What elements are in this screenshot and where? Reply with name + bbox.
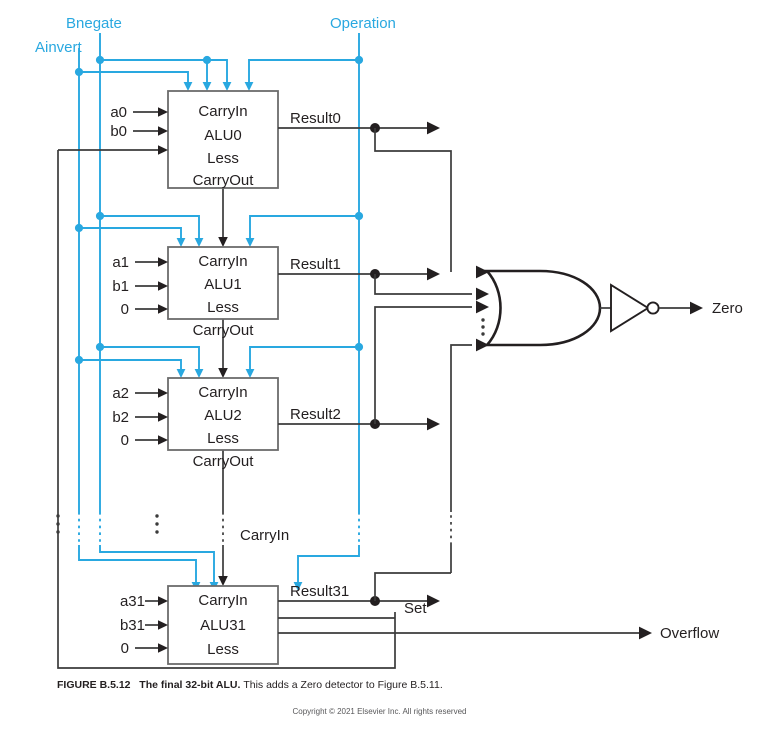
alu1-port-less: Less	[207, 299, 239, 316]
alu2-input-b2: b2	[112, 409, 129, 426]
carryin-mid-label: CarryIn	[240, 527, 289, 544]
ainvert-label: Ainvert	[35, 39, 83, 56]
alu0-box	[167, 90, 279, 189]
overflow-wire: Overflow	[278, 625, 719, 642]
set-label: Set	[404, 600, 427, 617]
alu0-inputs: a0 b0	[58, 104, 168, 155]
zero-label: Zero	[712, 300, 743, 317]
caption-figure-number: FIGURE B.5.12	[57, 679, 131, 691]
alu2-port-less: Less	[207, 430, 239, 447]
alu1-input-a1: a1	[112, 254, 129, 271]
alu0-input-b0: b0	[110, 123, 127, 140]
alu31-port-less: Less	[207, 641, 239, 658]
alu0-port-less: Less	[207, 150, 239, 167]
result2-wire: Result2	[278, 306, 472, 431]
result0-wire: Result0	[278, 110, 452, 272]
alu1-port-carryout: CarryOut	[193, 322, 255, 339]
alu2-box	[167, 377, 279, 451]
control-taps-alu2	[74, 342, 364, 373]
alu31-box	[167, 585, 279, 665]
bnegate-label: Bnegate	[66, 15, 122, 32]
bnegate-bus	[99, 33, 215, 586]
alu0-port-carryout: CarryOut	[193, 172, 255, 189]
alu1-inputs: a1 b1 0	[112, 254, 168, 318]
alu2-input-zero: 0	[121, 432, 129, 449]
or-gate	[484, 269, 602, 347]
ellipsis-mid-column	[155, 514, 159, 534]
copyright-notice: Copyright © 2021 Elsevier Inc. All right…	[292, 707, 467, 716]
operation-bus	[297, 33, 360, 586]
alu2-title: ALU2	[204, 407, 242, 424]
control-taps-alu1	[74, 211, 364, 242]
result31-label: Result31	[290, 583, 349, 600]
alu1-input-zero: 0	[121, 301, 129, 318]
control-arrowheads-alu2	[176, 369, 255, 378]
result1-label: Result1	[290, 256, 341, 273]
ainvert-bus	[78, 48, 197, 586]
carry-chain	[218, 188, 228, 586]
caption-description: This adds a Zero detector to Figure B.5.…	[243, 679, 443, 691]
control-arrowheads-alu0	[183, 82, 254, 91]
inverter-gate: Zero	[600, 283, 743, 333]
alu2-port-carryin: CarryIn	[198, 384, 247, 401]
alu31-title: ALU31	[200, 617, 246, 634]
alu2-input-a2: a2	[112, 385, 129, 402]
result1-wire: Result1	[278, 256, 472, 295]
operation-label: Operation	[330, 15, 396, 32]
alu31-inputs: a31 b31 0	[120, 593, 168, 657]
result0-label: Result0	[290, 110, 341, 127]
alu1-title: ALU1	[204, 276, 242, 293]
alu0-title: ALU0	[204, 127, 242, 144]
alu2-port-carryout: CarryOut	[193, 453, 255, 470]
alu2-inputs: a2 b2 0	[112, 385, 168, 449]
result2-label: Result2	[290, 406, 341, 423]
alu31-input-b31: b31	[120, 617, 145, 634]
set-wire: Set	[278, 600, 427, 619]
overflow-label: Overflow	[660, 625, 719, 642]
alu0-port-carryin: CarryIn	[198, 103, 247, 120]
caption-title: The final 32-bit ALU.	[139, 679, 241, 691]
alu1-input-b1: b1	[112, 278, 129, 295]
figure-caption: FIGURE B.5.12 The final 32-bit ALU. This…	[57, 678, 717, 692]
ellipsis-left-feedback	[56, 514, 60, 534]
alu1-port-carryin: CarryIn	[198, 253, 247, 270]
or-gate-input-arrows	[476, 265, 489, 352]
control-arrowheads-alu1	[176, 238, 255, 247]
alu31-input-zero: 0	[121, 640, 129, 657]
set-to-less-feedback	[57, 150, 396, 669]
alu0-input-a0: a0	[110, 104, 127, 121]
control-taps-alu0	[74, 55, 364, 86]
result31-wire: Result31	[278, 344, 472, 608]
alu1-box	[167, 246, 279, 320]
alu31-port-carryin: CarryIn	[198, 592, 247, 609]
alu31-input-a31: a31	[120, 593, 145, 610]
